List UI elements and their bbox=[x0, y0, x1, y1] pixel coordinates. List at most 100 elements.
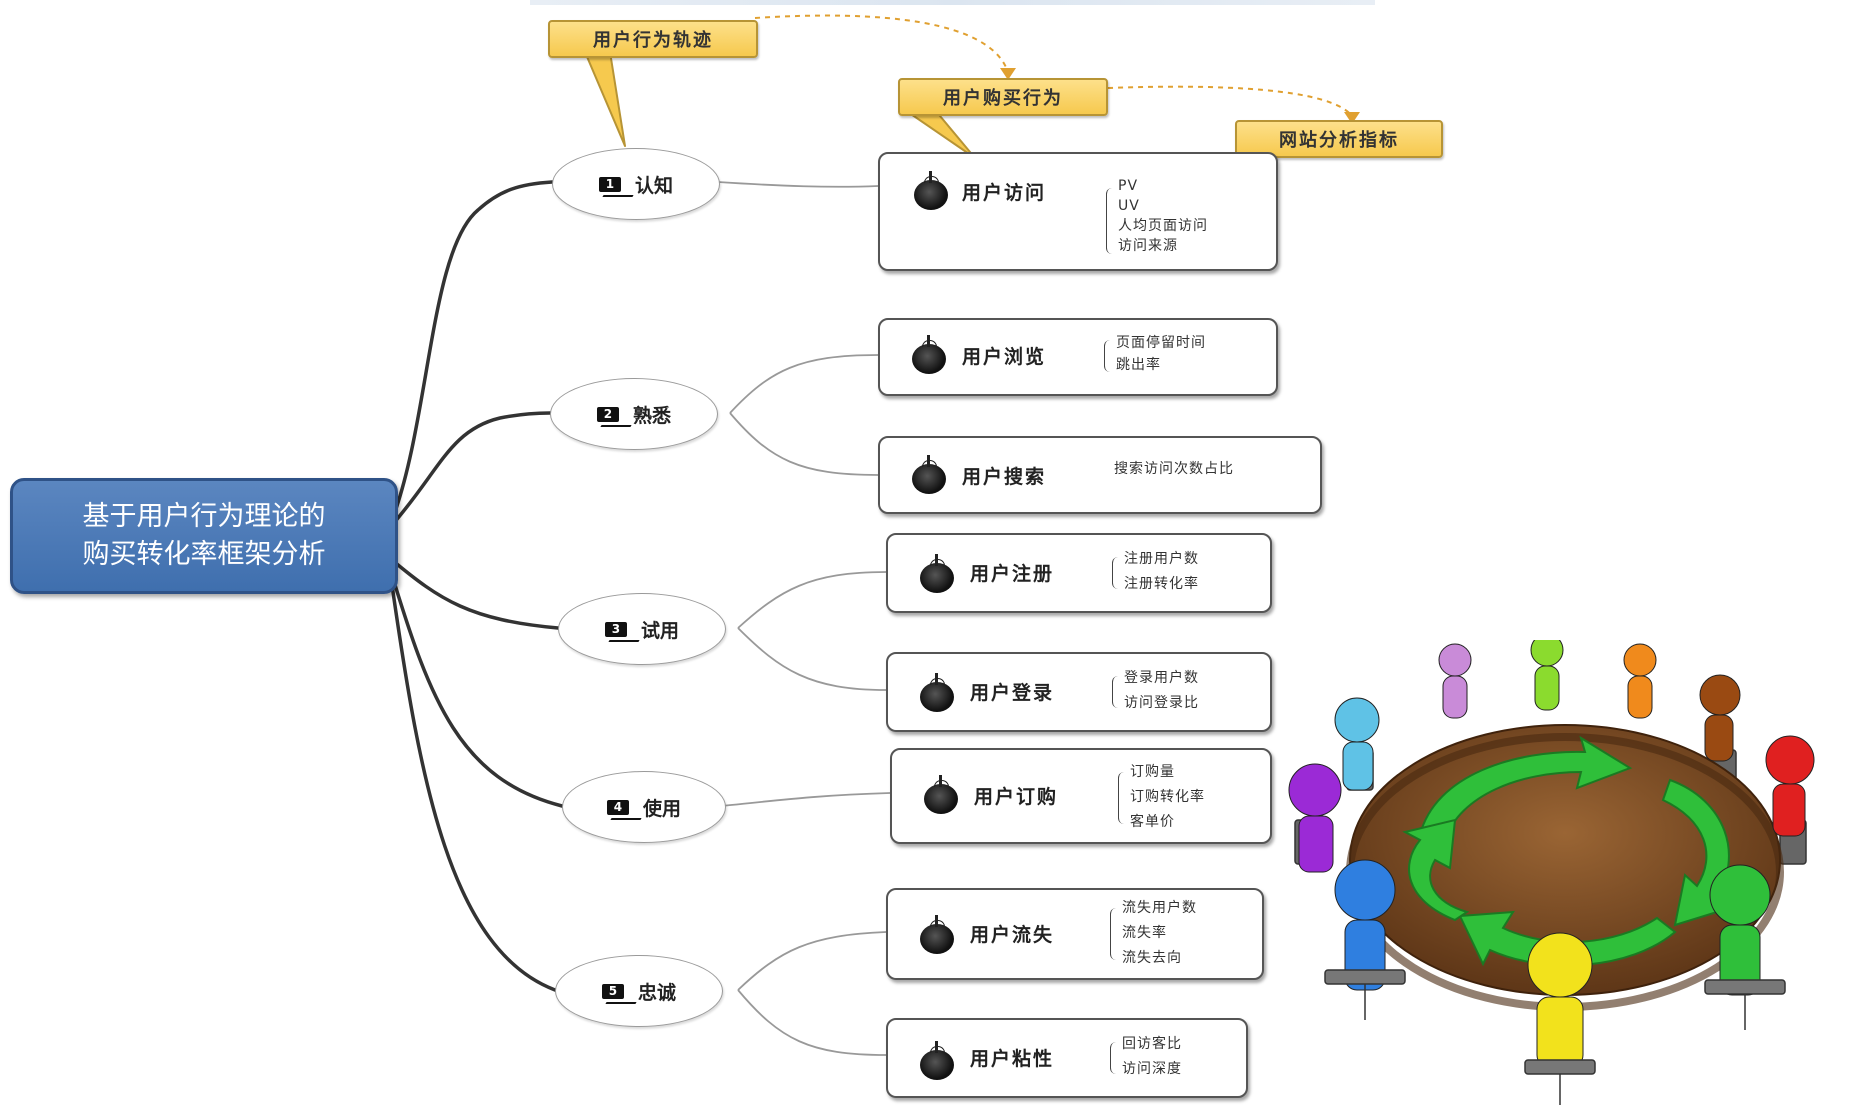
behavior-box-browse: 用户浏览 页面停留时间 跳出率 bbox=[878, 318, 1278, 396]
stage-label: 忠诚 bbox=[637, 981, 676, 1004]
stage-number-2: 2 bbox=[596, 406, 619, 422]
behavior-title: 用户访问 bbox=[962, 182, 1047, 204]
bomb-icon bbox=[912, 455, 946, 494]
link-stage5-sticky bbox=[737, 989, 887, 1056]
behavior-title: 用户注册 bbox=[970, 563, 1055, 585]
link-stage3-register bbox=[737, 571, 887, 629]
callout-tail-purchase bbox=[904, 109, 976, 159]
metric-list: PV UV 人均页面访问 访问来源 bbox=[1118, 176, 1208, 256]
link-stage5-churn bbox=[737, 931, 887, 991]
bomb-icon bbox=[920, 554, 954, 593]
stage-trial: 3 试用 bbox=[558, 593, 726, 665]
chairs-front bbox=[1324, 969, 1786, 1105]
behavior-title: 用户订购 bbox=[974, 786, 1059, 808]
metric-brace bbox=[1110, 908, 1117, 960]
branch-to-stage-3 bbox=[390, 558, 560, 630]
metric-item: PV bbox=[1118, 178, 1139, 194]
metric-list: 流失用户数 流失率 流失去向 bbox=[1122, 896, 1197, 971]
metric-item: 访问深度 bbox=[1122, 1061, 1182, 1077]
top-decor-bar bbox=[530, 0, 1375, 5]
metric-item: 订购转化率 bbox=[1130, 789, 1205, 805]
branch-to-stage-4 bbox=[390, 573, 564, 808]
callout-tail-trajectory bbox=[584, 51, 626, 147]
behavior-box-register: 用户注册 注册用户数 注册转化率 bbox=[886, 533, 1272, 613]
bomb-icon bbox=[920, 673, 954, 712]
link-stage2-search bbox=[729, 412, 879, 476]
person-figures bbox=[1288, 640, 1815, 1068]
stage-label: 认知 bbox=[634, 174, 673, 197]
dashed-arrowhead-1 bbox=[1000, 68, 1016, 80]
branch-to-stage-5 bbox=[390, 583, 557, 992]
metric-item: 注册用户数 bbox=[1124, 551, 1199, 567]
callout-user-trajectory: 用户行为轨迹 bbox=[548, 20, 758, 58]
dashed-arrowhead-2 bbox=[1344, 112, 1360, 124]
metric-brace bbox=[1106, 188, 1113, 254]
metric-item: 人均页面访问 bbox=[1118, 218, 1208, 234]
metric-item: 流失用户数 bbox=[1122, 900, 1197, 916]
behavior-box-visit: 用户访问 PV UV 人均页面访问 访问来源 bbox=[878, 152, 1278, 271]
behavior-title: 用户粘性 bbox=[970, 1048, 1055, 1070]
metric-item: 访问来源 bbox=[1118, 238, 1178, 254]
metric-list: 订购量 订购转化率 客单价 bbox=[1130, 760, 1205, 835]
behavior-box-search: 用户搜索 搜索访问次数占比 bbox=[878, 436, 1322, 514]
behavior-box-login: 用户登录 登录用户数 访问登录比 bbox=[886, 652, 1272, 732]
metric-item: 订购量 bbox=[1130, 764, 1175, 780]
behavior-title: 用户搜索 bbox=[962, 466, 1047, 488]
metric-brace bbox=[1112, 676, 1119, 708]
stage-number-5: 5 bbox=[601, 983, 624, 999]
behavior-box-churn: 用户流失 流失用户数 流失率 流失去向 bbox=[886, 888, 1264, 980]
round-table-illustration bbox=[1288, 640, 1815, 1105]
center-topic-line-1: 基于用户行为理论的 bbox=[82, 501, 326, 532]
metric-item: 客单价 bbox=[1130, 814, 1175, 830]
callout-user-purchase: 用户购买行为 bbox=[898, 78, 1108, 116]
metric-brace bbox=[1112, 557, 1119, 589]
behavior-box-order: 用户订购 订购量 订购转化率 客单价 bbox=[890, 748, 1272, 844]
bomb-icon bbox=[920, 915, 954, 954]
link-stage4-order bbox=[721, 792, 891, 807]
stage-number-4: 4 bbox=[606, 799, 629, 815]
metric-list: 登录用户数 访问登录比 bbox=[1124, 666, 1199, 716]
metric-item: 搜索访问次数占比 bbox=[1114, 461, 1234, 477]
center-topic-line-2: 购买转化率框架分析 bbox=[82, 539, 326, 570]
link-stage3-login bbox=[737, 627, 887, 691]
bomb-icon bbox=[920, 1041, 954, 1080]
stage-label: 使用 bbox=[642, 797, 681, 820]
stage-number-3: 3 bbox=[604, 621, 627, 637]
stage-label: 试用 bbox=[640, 619, 679, 642]
branch-to-stage-2 bbox=[390, 411, 552, 527]
stage-loyalty: 5 忠诚 bbox=[555, 955, 723, 1027]
metric-item: 登录用户数 bbox=[1124, 670, 1199, 686]
metric-item: 访问登录比 bbox=[1124, 695, 1199, 711]
bomb-icon bbox=[914, 171, 948, 210]
link-stage2-browse bbox=[729, 354, 879, 414]
metric-item: 跳出率 bbox=[1116, 357, 1161, 373]
metric-item: 注册转化率 bbox=[1124, 576, 1199, 592]
metric-list: 注册用户数 注册转化率 bbox=[1124, 547, 1199, 597]
bomb-icon bbox=[912, 335, 946, 374]
metric-item: 页面停留时间 bbox=[1116, 335, 1206, 351]
stage-familiarity: 2 熟悉 bbox=[550, 378, 718, 450]
callout-site-metrics: 网站分析指标 bbox=[1235, 120, 1443, 158]
branch-to-stage-1 bbox=[390, 180, 554, 522]
metric-brace bbox=[1110, 1042, 1117, 1074]
stage-usage: 4 使用 bbox=[562, 771, 726, 843]
metric-list: 回访客比 访问深度 bbox=[1122, 1032, 1182, 1082]
metric-item: 流失率 bbox=[1122, 925, 1167, 941]
metric-list: 页面停留时间 跳出率 bbox=[1116, 332, 1206, 376]
metric-item: 流失去向 bbox=[1122, 950, 1182, 966]
bomb-icon bbox=[924, 775, 958, 814]
stage-label: 熟悉 bbox=[632, 404, 671, 427]
behavior-title: 用户登录 bbox=[970, 682, 1055, 704]
behavior-box-stickiness: 用户粘性 回访客比 访问深度 bbox=[886, 1018, 1248, 1098]
dashed-arrow-purchase-to-metrics bbox=[1107, 85, 1353, 117]
metric-brace bbox=[1104, 340, 1111, 372]
dashed-arrow-trajectory-to-purchase bbox=[754, 14, 1009, 73]
link-stage1-visit bbox=[717, 181, 879, 188]
behavior-title: 用户浏览 bbox=[962, 346, 1047, 368]
metric-list: 搜索访问次数占比 bbox=[1114, 458, 1234, 481]
stage-awareness: 1 认知 bbox=[552, 148, 720, 220]
stage-number-1: 1 bbox=[598, 176, 621, 192]
center-topic: 基于用户行为理论的 购买转化率框架分析 bbox=[10, 478, 398, 594]
metric-item: 回访客比 bbox=[1122, 1036, 1182, 1052]
metric-brace bbox=[1118, 772, 1125, 824]
